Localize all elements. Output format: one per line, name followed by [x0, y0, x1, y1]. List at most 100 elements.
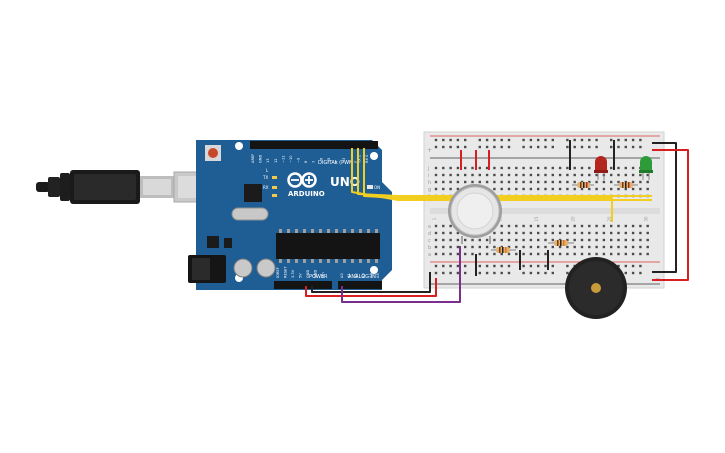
- breadboard-hole: [544, 245, 547, 249]
- breadboard-hole: [580, 238, 584, 242]
- breadboard-hole: [551, 238, 554, 242]
- rail-hole: [529, 138, 533, 142]
- breadboard-hole: [500, 238, 503, 242]
- breadboard-hole: [595, 224, 598, 228]
- breadboard-hole: [471, 166, 474, 170]
- rail-hole: [456, 264, 460, 268]
- breadboard-hole: [537, 245, 540, 249]
- breadboard-hole: [478, 166, 481, 170]
- breadboard-hole: [493, 231, 496, 235]
- breadboard-hole: [624, 173, 627, 177]
- breadboard-hole: [617, 245, 620, 249]
- rail-hole: [478, 145, 481, 149]
- breadboard-hole: [529, 166, 533, 170]
- plus-rail-label: +: [427, 147, 432, 154]
- breadboard-hole: [573, 180, 576, 184]
- breadboard-hole: [595, 231, 598, 235]
- pin-label: ~10: [289, 155, 293, 163]
- purple-wire: [341, 246, 461, 303]
- breadboard-hole: [580, 173, 584, 177]
- pin-label: GND: [306, 270, 310, 278]
- breadboard-hole: [558, 180, 562, 184]
- pin-label: GND: [259, 155, 263, 163]
- breadboard-hole: [515, 231, 518, 235]
- rail-hole: [639, 138, 642, 142]
- breadboard-hole: [631, 173, 635, 177]
- rail-hole: [631, 138, 635, 142]
- breadboard-hole: [624, 231, 627, 235]
- breadboard-hole: [471, 238, 474, 242]
- pin-label: RESET: [284, 266, 288, 278]
- pin-label: A0: [340, 273, 344, 278]
- rail-hole: [522, 145, 525, 149]
- rail-hole: [522, 138, 525, 142]
- breadboard-hole: [529, 224, 533, 228]
- breadboard-hole: [522, 180, 525, 184]
- digital-header: [250, 141, 378, 149]
- breadboard-hole: [471, 252, 474, 256]
- breadboard-hole: [529, 180, 533, 184]
- breadboard-hole: [639, 252, 642, 256]
- breadboard-hole: [434, 166, 438, 170]
- breadboard-hole: [544, 180, 547, 184]
- rail-hole: [588, 145, 591, 149]
- rail-hole: [639, 264, 642, 268]
- rail-hole: [456, 138, 460, 142]
- breadboard-hole: [485, 238, 489, 242]
- breadboard-hole: [602, 252, 606, 256]
- row-label: i: [428, 173, 429, 179]
- breadboard-hole: [624, 187, 627, 191]
- breadboard-hole: [544, 252, 547, 256]
- breadboard-hole: [449, 173, 452, 177]
- breadboard-hole: [631, 231, 635, 235]
- breadboard-hole: [449, 187, 452, 191]
- breadboard-hole: [537, 238, 540, 242]
- breadboard-hole: [507, 180, 511, 184]
- breadboard-hole: [617, 187, 620, 191]
- breadboard-hole: [551, 166, 554, 170]
- breadboard-hole: [595, 173, 598, 177]
- breadboard-hole: [456, 187, 460, 191]
- breadboard-hole: [478, 252, 481, 256]
- rail-hole: [434, 271, 438, 275]
- rail-hole: [442, 145, 445, 149]
- rail-hole: [507, 145, 511, 149]
- breadboard-hole: [500, 166, 503, 170]
- breadboard-hole: [529, 187, 533, 191]
- breadboard-hole: [639, 173, 642, 177]
- breadboard-hole: [442, 231, 445, 235]
- power-label: POWER: [309, 274, 328, 280]
- breadboard-hole: [515, 173, 518, 177]
- rail-hole: [537, 271, 540, 275]
- model-label: UNO: [330, 175, 360, 189]
- rail-hole: [507, 271, 511, 275]
- breadboard-hole: [485, 180, 489, 184]
- rail-hole: [537, 138, 540, 142]
- breadboard-hole: [485, 166, 489, 170]
- microcontroller-chip: [276, 233, 380, 259]
- rail-hole: [449, 145, 452, 149]
- rail-hole: [624, 145, 627, 149]
- breadboard-hole: [522, 224, 525, 228]
- rail-hole: [573, 138, 576, 142]
- breadboard-hole: [617, 238, 620, 242]
- breadboard-hole: [456, 252, 460, 256]
- pin-label: Vin: [321, 272, 325, 278]
- breadboard-hole: [529, 231, 533, 235]
- breadboard-hole: [588, 224, 591, 228]
- green-led: [639, 156, 653, 180]
- breadboard-hole: [500, 224, 503, 228]
- row-label: h: [428, 180, 431, 186]
- breadboard-hole: [558, 173, 562, 177]
- breadboard-hole: [544, 224, 547, 228]
- power-header: [274, 281, 332, 289]
- breadboard-hole: [646, 173, 649, 177]
- breadboard-hole: [646, 245, 649, 249]
- pin-label: A3: [362, 273, 366, 278]
- breadboard-hole: [551, 173, 554, 177]
- digital-label: DIGITAL (PWM~): [318, 160, 360, 166]
- breadboard-hole: [522, 238, 525, 242]
- breadboard-hole: [566, 180, 569, 184]
- breadboard-hole: [537, 166, 540, 170]
